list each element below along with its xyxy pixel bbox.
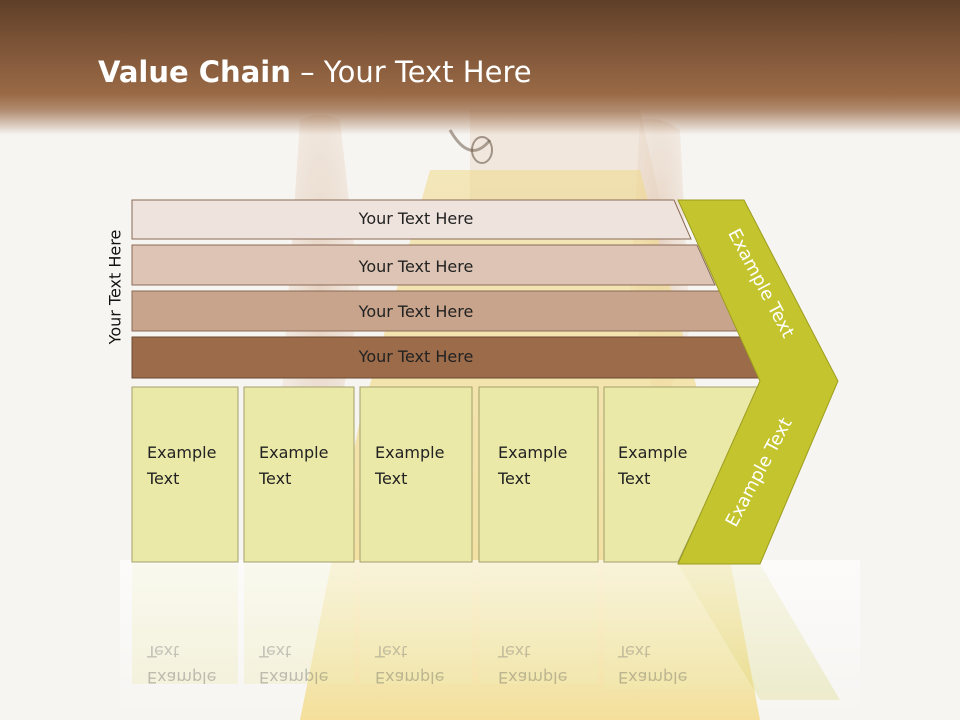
- cell-4-line1: Example: [498, 443, 567, 462]
- cell-1-line2: Text: [146, 469, 179, 488]
- bar-row: Your Text Here: [131, 336, 763, 379]
- reflection-fade: [120, 560, 860, 720]
- bar-4-label: Your Text Here: [358, 347, 474, 366]
- title-rest: – Your Text Here: [290, 55, 532, 89]
- cell-5-box[interactable]: [603, 386, 761, 563]
- chevron-arrow-shape[interactable]: [677, 199, 839, 565]
- bar-row: Your Text Here: [131, 244, 716, 286]
- cell-1-box[interactable]: [131, 386, 239, 563]
- cell-4-line2: Text: [497, 469, 530, 488]
- cell-2-line2: Text: [258, 469, 291, 488]
- cell-2-line1: Example: [259, 443, 328, 462]
- cell-5-line2: Text: [617, 469, 650, 488]
- cell-1-line1: Example: [147, 443, 216, 462]
- page-title: Value Chain – Your Text Here: [98, 55, 532, 89]
- bar-row: Your Text Here: [131, 199, 692, 240]
- cell-3-line2: Text: [374, 469, 407, 488]
- cell-3-line1: Example: [375, 443, 444, 462]
- title-bold: Value Chain: [98, 55, 291, 89]
- bar-row: Your Text Here: [131, 290, 739, 332]
- cell: Example Text: [603, 386, 761, 563]
- cell-5-line1: Example: [618, 443, 687, 462]
- cell-4-box[interactable]: [478, 386, 599, 563]
- bar-2-label: Your Text Here: [358, 257, 474, 276]
- cell-2-box[interactable]: [243, 386, 355, 563]
- cell: Example Text: [243, 386, 355, 563]
- chevron-arrow: Example Text Example Text: [677, 199, 839, 565]
- bar-1[interactable]: [131, 199, 692, 240]
- cell: Example Text: [478, 386, 599, 563]
- bar-1-label: Your Text Here: [358, 209, 474, 228]
- cell-3-box[interactable]: [359, 386, 473, 563]
- cell: Example Text: [131, 386, 239, 563]
- bar-3-label: Your Text Here: [358, 302, 474, 321]
- bar-2[interactable]: [131, 244, 716, 286]
- cell: Example Text: [359, 386, 473, 563]
- header-band: [0, 0, 960, 135]
